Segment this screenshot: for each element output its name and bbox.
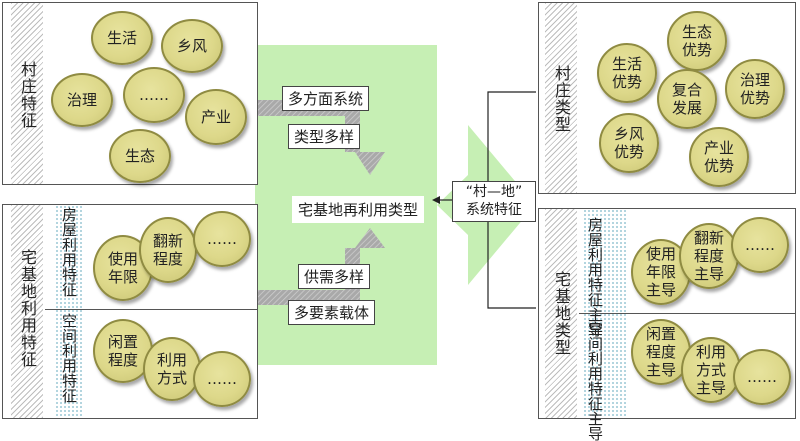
section-divider <box>579 313 795 314</box>
section-divider <box>45 309 257 310</box>
type-circle: 生活优势 <box>597 43 657 103</box>
feature-circle: …… <box>123 67 185 123</box>
feature-circle: …… <box>193 211 251 267</box>
feature-circle: 生活 <box>91 11 153 65</box>
label-multi-system: 多方面系统 <box>282 86 370 111</box>
panel-title: 宅基地类型 <box>552 271 571 356</box>
label-dots <box>55 205 83 418</box>
connector-label: “村—地”系统特征 <box>452 181 536 222</box>
center-main-label: 宅基地再利用类型 <box>292 196 425 223</box>
sub-label-space: 空间利用特征 <box>60 313 78 403</box>
feature-circle: 生态 <box>109 129 171 183</box>
sub-label-space: 空间利用特征主导 <box>586 321 604 441</box>
feature-circle: 使用年限 <box>93 235 153 301</box>
panel-stripe <box>545 3 577 193</box>
feature-circle: 利用方式 <box>143 337 201 401</box>
feature-circle: 产业 <box>185 89 247 145</box>
type-circle: 治理优势 <box>725 59 785 119</box>
label-supply-demand: 供需多样 <box>298 264 371 289</box>
left-top-panel: 村庄特征 生活 乡风 治理 …… 产业 生态 <box>2 2 258 185</box>
gray-arrow-top <box>258 100 385 175</box>
type-circle: 翻新程度主导 <box>679 223 739 289</box>
panel-stripe <box>545 209 577 418</box>
panel-stripe <box>11 205 43 418</box>
feature-circle: 乡风 <box>161 19 223 73</box>
left-bottom-panel: 宅基地利用特征 房屋利用特征 空间利用特征 使用年限 翻新程度 …… 闲置程度 … <box>2 204 258 419</box>
type-circle: 利用方式主导 <box>681 337 741 403</box>
label-multi-element: 多要素载体 <box>288 300 376 325</box>
type-circle: …… <box>733 349 791 405</box>
type-circle: 复合发展 <box>657 69 717 129</box>
panel-title: 宅基地利用特征 <box>18 249 37 368</box>
panel-title: 村庄特征 <box>18 61 37 129</box>
type-circle: …… <box>731 217 789 273</box>
sub-label-house: 房屋利用特征 <box>60 207 78 297</box>
connector-arrowhead <box>432 196 440 204</box>
panel-title: 村庄类型 <box>552 65 571 133</box>
label-diverse-types: 类型多样 <box>288 124 361 149</box>
type-circle: 乡风优势 <box>599 113 659 173</box>
feature-circle: 治理 <box>51 73 113 127</box>
type-circle: 产业优势 <box>689 127 749 187</box>
panel-stripe <box>11 3 43 184</box>
sub-label-house: 房屋利用特征主导 <box>586 217 604 337</box>
right-bottom-panel: 宅基地类型 房屋利用特征主导 空间利用特征主导 使用年限主导 翻新程度主导 ……… <box>538 208 796 441</box>
feature-circle: 翻新程度 <box>139 217 197 283</box>
feature-circle: …… <box>193 351 251 407</box>
type-circle: 生态优势 <box>667 11 727 71</box>
right-top-panel: 村庄类型 生活优势 生态优势 复合发展 治理优势 乡风优势 产业优势 <box>538 2 796 194</box>
